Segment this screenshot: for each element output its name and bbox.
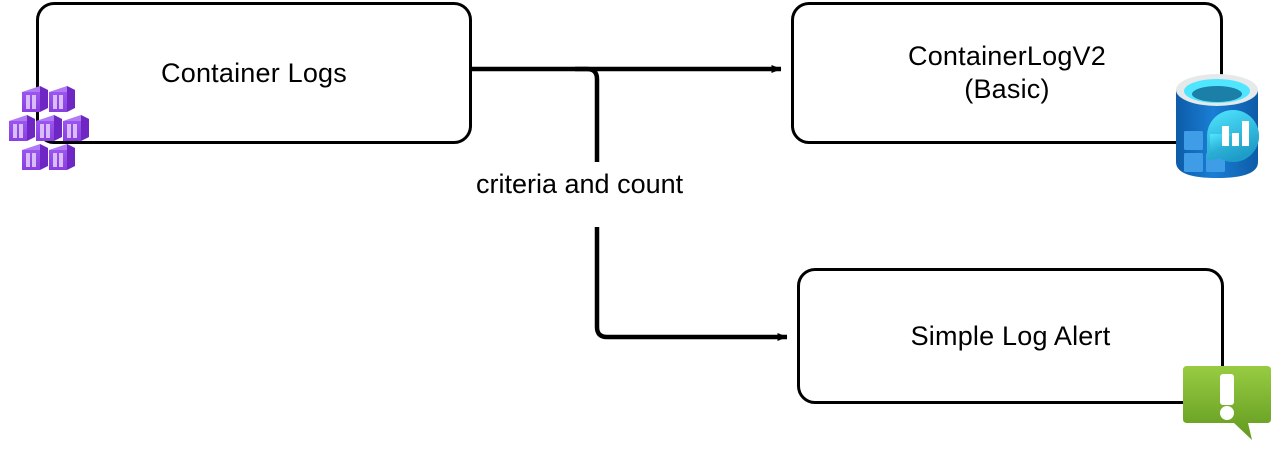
container-cluster-icon bbox=[8, 84, 92, 174]
connector-branch-lower bbox=[594, 227, 788, 341]
node-simple-log-alert-label: Simple Log Alert bbox=[910, 320, 1111, 351]
edge-label-criteria-and-count: criteria and count bbox=[470, 169, 690, 200]
node-container-logs[interactable]: Container Logs bbox=[36, 2, 472, 144]
connector-branch-upper bbox=[575, 66, 600, 162]
node-container-logs-label: Container Logs bbox=[161, 57, 347, 88]
log-analytics-database-icon bbox=[1170, 68, 1264, 184]
node-containerlogv2-label: ContainerLogV2 (Basic) bbox=[908, 41, 1106, 104]
node-containerlogv2[interactable]: ContainerLogV2 (Basic) bbox=[791, 2, 1223, 144]
alert-bubble-icon bbox=[1182, 362, 1272, 442]
node-simple-log-alert[interactable]: Simple Log Alert bbox=[797, 268, 1224, 404]
